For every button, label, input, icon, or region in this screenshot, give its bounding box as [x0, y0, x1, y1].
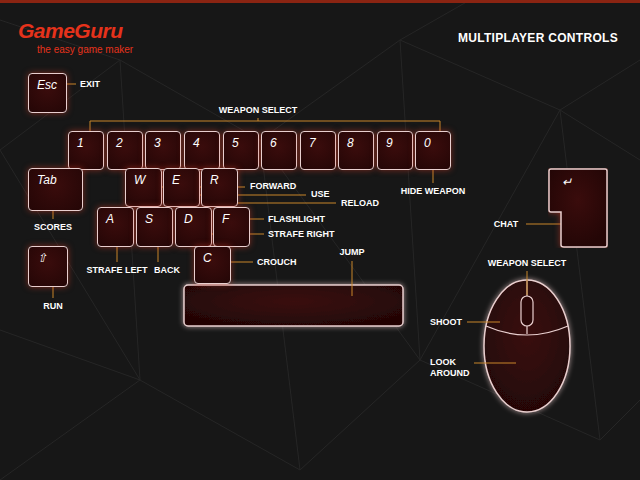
key-legend: 4	[193, 137, 200, 149]
key-legend: E	[172, 174, 180, 186]
key-legend: A	[106, 213, 114, 225]
keyboard-key: Tab	[28, 168, 83, 211]
keyboard-key: D	[175, 207, 212, 247]
control-label: HIDE WEAPON	[401, 186, 466, 197]
enter-key-outline	[548, 168, 608, 248]
control-label: JUMP	[339, 247, 364, 258]
keyboard-key: Esc	[28, 73, 67, 113]
key-legend: F	[222, 213, 229, 225]
key-legend: 2	[116, 137, 123, 149]
key-legend: Esc	[37, 79, 57, 91]
keyboard-key: 9	[377, 131, 413, 170]
control-label: STRAFE RIGHT	[268, 229, 335, 240]
key-legend: ⇧	[37, 252, 47, 264]
logo-text: GameGuru	[18, 19, 123, 43]
key-legend: 6	[270, 137, 277, 149]
control-label: LOOK AROUND	[430, 357, 470, 379]
keyboard-key: ↵	[548, 168, 608, 248]
control-label: FORWARD	[250, 181, 296, 192]
control-label: RELOAD	[341, 198, 379, 209]
keyboard-key: 0	[415, 131, 451, 170]
key-legend: 9	[386, 137, 393, 149]
keyboard-key: 5	[223, 131, 259, 170]
keyboard-key: 4	[184, 131, 220, 170]
key-legend: 1	[77, 137, 84, 149]
key-legend: 7	[309, 137, 316, 149]
control-label: USE	[311, 189, 330, 200]
key-legend: S	[145, 213, 153, 225]
key-legend: R	[210, 174, 219, 186]
control-label: CROUCH	[257, 257, 297, 268]
control-label: FLASHLIGHT	[268, 214, 325, 225]
page-title: MULTIPLAYER CONTROLS	[458, 31, 618, 45]
keyboard-key: 8	[338, 131, 374, 170]
key-legend: 3	[154, 137, 161, 149]
leader-lines	[53, 84, 572, 363]
key-legend: W	[134, 174, 145, 186]
keyboard-key: 3	[145, 131, 181, 170]
control-label: SHOOT	[430, 317, 462, 328]
keyboard-key: A	[97, 207, 134, 247]
keyboard-key: ⇧	[28, 246, 68, 287]
control-label: STRAFE LEFT	[87, 265, 148, 276]
mouse-illustration	[484, 280, 570, 412]
keyboard-key: 7	[300, 131, 336, 170]
top-bar	[0, 0, 640, 3]
logo-tagline: the easy game maker	[37, 44, 133, 56]
control-label: WEAPON SELECT	[219, 105, 298, 116]
keyboard-key: R	[201, 168, 238, 207]
key-legend: 5	[232, 137, 239, 149]
keyboard-key: 1	[68, 131, 104, 170]
control-label: CHAT	[494, 219, 518, 230]
keyboard-key: 2	[107, 131, 143, 170]
key-legend: Tab	[37, 174, 57, 186]
key-legend: ↵	[562, 176, 572, 188]
keyboard-key: S	[136, 207, 173, 247]
control-label: EXIT	[80, 79, 100, 90]
control-label: WEAPON SELECT	[488, 258, 567, 269]
keyboard-key: W	[125, 168, 162, 207]
control-label: SCORES	[34, 222, 72, 233]
key-legend: 0	[424, 137, 431, 149]
key-legend: D	[184, 213, 193, 225]
key-legend: C	[203, 252, 212, 264]
control-label: BACK	[154, 265, 180, 276]
keyboard-key: 6	[261, 131, 297, 170]
key-legend: 8	[347, 137, 354, 149]
control-label: RUN	[43, 301, 63, 312]
keyboard-key: C	[194, 246, 231, 284]
spacebar-key	[184, 285, 403, 326]
keyboard-key: F	[213, 207, 250, 247]
keyboard-key: E	[163, 168, 200, 207]
